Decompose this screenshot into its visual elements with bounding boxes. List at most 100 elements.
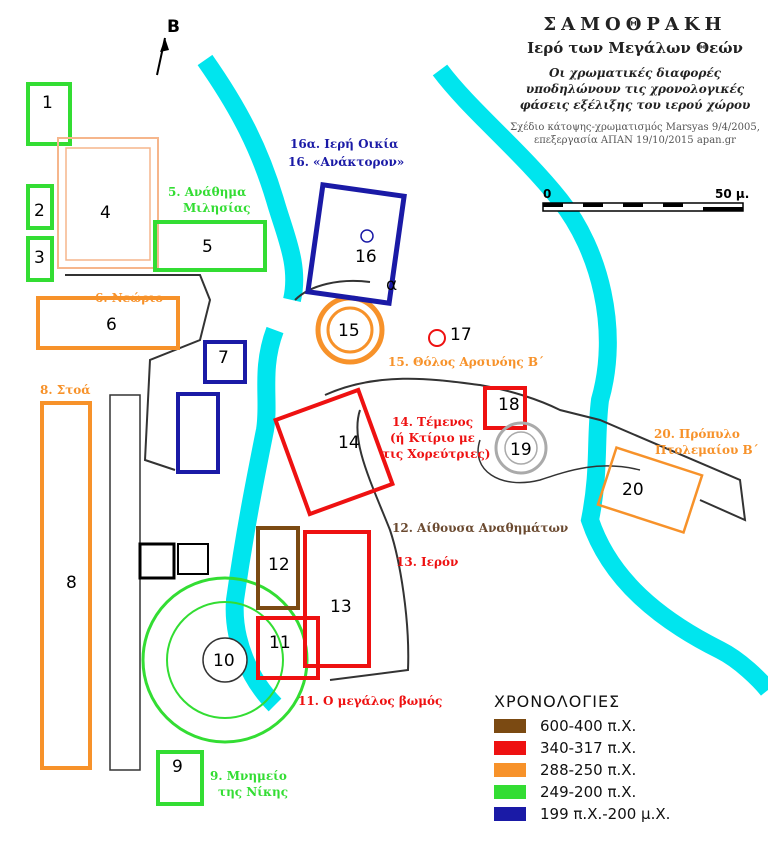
number-5: 5 <box>202 237 213 257</box>
theatre-10-inner <box>166 601 284 719</box>
number-20: 20 <box>622 480 644 500</box>
scale-bar-fill <box>583 203 603 207</box>
building-3 <box>26 236 54 282</box>
label-5a: 5. Ανάθημα <box>168 185 246 199</box>
number-9: 9 <box>172 757 183 777</box>
label-6: 6. Νεώριο <box>95 291 163 305</box>
label-14c: τις Χορεύτριες) <box>382 447 490 461</box>
tholos-15-inner <box>326 306 374 354</box>
map-title: ΣΑΜΟΘΡΑΚΗ <box>543 14 727 35</box>
building-6 <box>36 296 180 350</box>
north-arrow-icon <box>160 38 169 52</box>
label-14b: (ή Κτίριο με <box>390 431 475 445</box>
building-11 <box>256 616 320 680</box>
legend-item: 340-317 π.Χ. <box>494 737 724 759</box>
building-5 <box>153 220 267 272</box>
building-1 <box>26 82 72 146</box>
building-16 <box>305 181 407 307</box>
number-7: 7 <box>218 348 229 368</box>
number-16a: α <box>386 275 397 295</box>
legend-item: 199 π.Χ.-200 μ.Χ. <box>494 803 724 825</box>
legend-label: 340-317 π.Χ. <box>540 739 637 757</box>
label-12: 12. Αίθουσα Αναθημάτων <box>392 521 568 535</box>
river-east <box>432 64 768 696</box>
scale-start: 0 <box>543 187 551 201</box>
label-14a: 14. Τέμενος <box>392 415 473 429</box>
label-15: 15. Θόλος Αρσινόης Β΄ <box>388 355 544 369</box>
building-black <box>177 543 209 575</box>
number-15: 15 <box>338 321 360 341</box>
scale-bar-fill <box>663 203 683 207</box>
legend-item: 288-250 π.Χ. <box>494 759 724 781</box>
building-7 <box>203 340 247 384</box>
scale-bar-fill <box>703 207 743 211</box>
number-10: 10 <box>213 651 235 671</box>
propylon-20 <box>596 445 704 535</box>
building-9 <box>156 750 204 806</box>
scale-bar-fill <box>623 203 643 207</box>
number-2: 2 <box>34 201 45 221</box>
building-14 <box>272 387 396 517</box>
building-8-stoa <box>40 401 92 770</box>
terrain-line <box>477 439 641 484</box>
legend-swatch <box>494 763 526 777</box>
number-18: 18 <box>498 395 520 415</box>
number-19: 19 <box>510 440 532 460</box>
label-8: 8. Στοά <box>40 383 91 397</box>
north-label: Β <box>167 17 180 37</box>
legend-swatch <box>494 719 526 733</box>
number-12: 12 <box>268 555 290 575</box>
legend-swatch <box>494 785 526 799</box>
legend-label: 288-250 π.Χ. <box>540 761 637 779</box>
legend-item: 600-400 π.Χ. <box>494 715 724 737</box>
label-5b: Μιλησίας <box>183 201 250 215</box>
building-7-annex <box>176 392 220 474</box>
number-8: 8 <box>66 573 77 593</box>
number-4: 4 <box>100 203 111 223</box>
legend-label: 600-400 π.Χ. <box>540 717 637 735</box>
map-subtitle: Ιερό των Μεγάλων Θεών <box>527 39 743 57</box>
monument-19 <box>494 421 548 475</box>
theatre-10-orchestra <box>202 637 248 683</box>
map-credit: Σχέδιο κάτοψης-χρωματισμός Marsyas 9/4/2… <box>510 122 760 146</box>
scale-end: 50 μ. <box>715 187 749 201</box>
building-black <box>138 542 176 580</box>
label-13: 13. Ιερόν <box>396 555 458 569</box>
title-block: ΣΑΜΟΘΡΑΚΗ Ιερό των Μεγάλων Θεών Οι χρωμα… <box>510 14 760 147</box>
terrain-line <box>329 409 410 681</box>
number-6: 6 <box>106 315 117 335</box>
legend-label: 249-200 π.Χ. <box>540 783 637 801</box>
legend-swatch <box>494 741 526 755</box>
label-20a: 20. Πρόπυλο <box>654 427 740 441</box>
label-11: 11. Ο μεγάλος βωμός <box>298 694 442 708</box>
building-4 <box>57 137 159 269</box>
number-11: 11 <box>269 633 291 653</box>
label-16a: 16α. Ιερή Οικία <box>290 137 398 151</box>
scale-bar-fill <box>543 203 563 207</box>
river-west <box>197 54 304 303</box>
terrain-line <box>65 274 212 471</box>
monument-17 <box>428 329 446 347</box>
label-9b: της Νίκης <box>218 785 288 799</box>
building-13 <box>303 530 371 668</box>
building-4-inner <box>65 147 151 261</box>
number-16: 16 <box>355 247 377 267</box>
terrain-line <box>324 377 747 522</box>
legend-title: ΧΡΟΝΟΛΟΓΙΕΣ <box>494 692 621 711</box>
number-1: 1 <box>42 93 53 113</box>
label-9a: 9. Μνημείο <box>210 769 287 783</box>
number-14: 14 <box>338 433 360 453</box>
terrain-line <box>109 394 141 771</box>
number-17: 17 <box>450 325 472 345</box>
number-3: 3 <box>34 248 45 268</box>
legend-label: 199 π.Χ.-200 μ.Χ. <box>540 805 671 823</box>
monument-19-inner <box>504 431 538 465</box>
building-2 <box>26 184 54 230</box>
legend-item: 249-200 π.Χ. <box>494 781 724 803</box>
building-16-circle <box>360 229 374 243</box>
label-20b: Πτολεμαίου Β΄ <box>655 443 759 457</box>
legend-swatch <box>494 807 526 821</box>
building-12 <box>256 526 300 610</box>
map-description: Οι χρωματικές διαφορές υποδηλώνουν τις χ… <box>519 66 751 112</box>
